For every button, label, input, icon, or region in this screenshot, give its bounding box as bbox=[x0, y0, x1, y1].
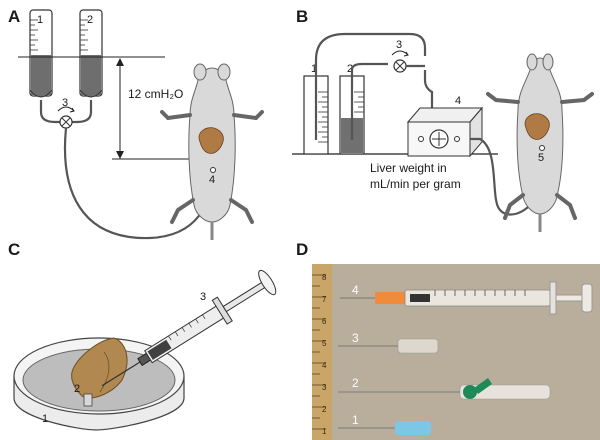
ruler-mark: 5 bbox=[322, 339, 327, 348]
tube-from-cylinder-1 bbox=[39, 100, 62, 124]
ruler-mark: 8 bbox=[322, 273, 327, 282]
ruler-mark: 2 bbox=[322, 405, 327, 414]
tube-b2 bbox=[350, 62, 388, 140]
liver-b bbox=[524, 113, 550, 140]
ruler-mark: 7 bbox=[322, 295, 327, 304]
valve-3-label: 3 bbox=[62, 97, 68, 109]
photo-item-3-needle: 3 bbox=[338, 331, 439, 354]
liver-a bbox=[198, 127, 224, 154]
cylinder-2: 2 bbox=[79, 9, 103, 98]
needle-5-label: 5 bbox=[538, 152, 544, 164]
pump-4: 4 bbox=[406, 95, 484, 158]
photo-item-2-catheter: 2 bbox=[338, 376, 551, 400]
cylinder-1-label: 1 bbox=[37, 14, 43, 26]
pump-4-label: 4 bbox=[455, 95, 461, 107]
valve-3: 3 bbox=[57, 97, 75, 129]
valve-b3: 3 bbox=[391, 39, 425, 73]
ruler-mark: 6 bbox=[322, 317, 327, 326]
dish-label: 1 bbox=[42, 413, 48, 425]
caption-line-1: Liver weight in bbox=[370, 161, 447, 175]
ruler-mark: 1 bbox=[322, 427, 327, 436]
ruler-mark: 4 bbox=[322, 361, 327, 370]
photo-item-1-label: 1 bbox=[352, 413, 359, 427]
cylinder-b2-label: 2 bbox=[347, 63, 353, 75]
cylinder-b1-label: 1 bbox=[311, 63, 317, 75]
syringe-3 bbox=[101, 269, 277, 387]
ruler-mark: 3 bbox=[322, 383, 327, 392]
tissue-2: 2 bbox=[71, 337, 128, 407]
panel-a: A 1 2 bbox=[8, 7, 264, 240]
cylinder-2-label: 2 bbox=[87, 14, 93, 26]
panel-d-letter: D bbox=[296, 240, 308, 259]
panel-c-letter: C bbox=[8, 240, 20, 259]
tube-b1 bbox=[314, 32, 427, 140]
tissue-label: 2 bbox=[74, 383, 80, 395]
needle-4-label: 4 bbox=[209, 174, 215, 186]
height-label: 12 cmH₂O bbox=[128, 87, 183, 101]
photo-item-2-label: 2 bbox=[352, 376, 359, 390]
panel-b: B 1 2 bbox=[292, 7, 594, 232]
tube-from-cylinder-2 bbox=[70, 100, 93, 124]
ruler: 8 7 6 5 4 3 2 1 bbox=[312, 264, 332, 440]
photo-item-1-needle: 1 bbox=[338, 413, 431, 435]
panel-d: D 8 7 6 5 4 3 2 1 bbox=[296, 240, 600, 440]
height-indicator: 12 cmH₂O bbox=[112, 58, 232, 160]
syringe-label: 3 bbox=[200, 291, 206, 303]
panel-c: C 1 2 bbox=[8, 240, 277, 431]
rat-b: 5 bbox=[486, 53, 594, 232]
photo-item-4-label: 4 bbox=[352, 283, 359, 297]
panel-a-letter: A bbox=[8, 7, 20, 26]
photo-item-3-label: 3 bbox=[352, 331, 359, 345]
panel-b-letter: B bbox=[296, 7, 308, 26]
cylinder-1: 1 bbox=[29, 9, 53, 98]
valve-b3-label: 3 bbox=[396, 39, 402, 51]
photo-item-4-syringe: 4 bbox=[340, 281, 593, 315]
rat-a: 4 bbox=[160, 63, 264, 240]
tube-valve-to-pump bbox=[423, 70, 434, 112]
caption-line-2: mL/min per gram bbox=[370, 177, 461, 191]
